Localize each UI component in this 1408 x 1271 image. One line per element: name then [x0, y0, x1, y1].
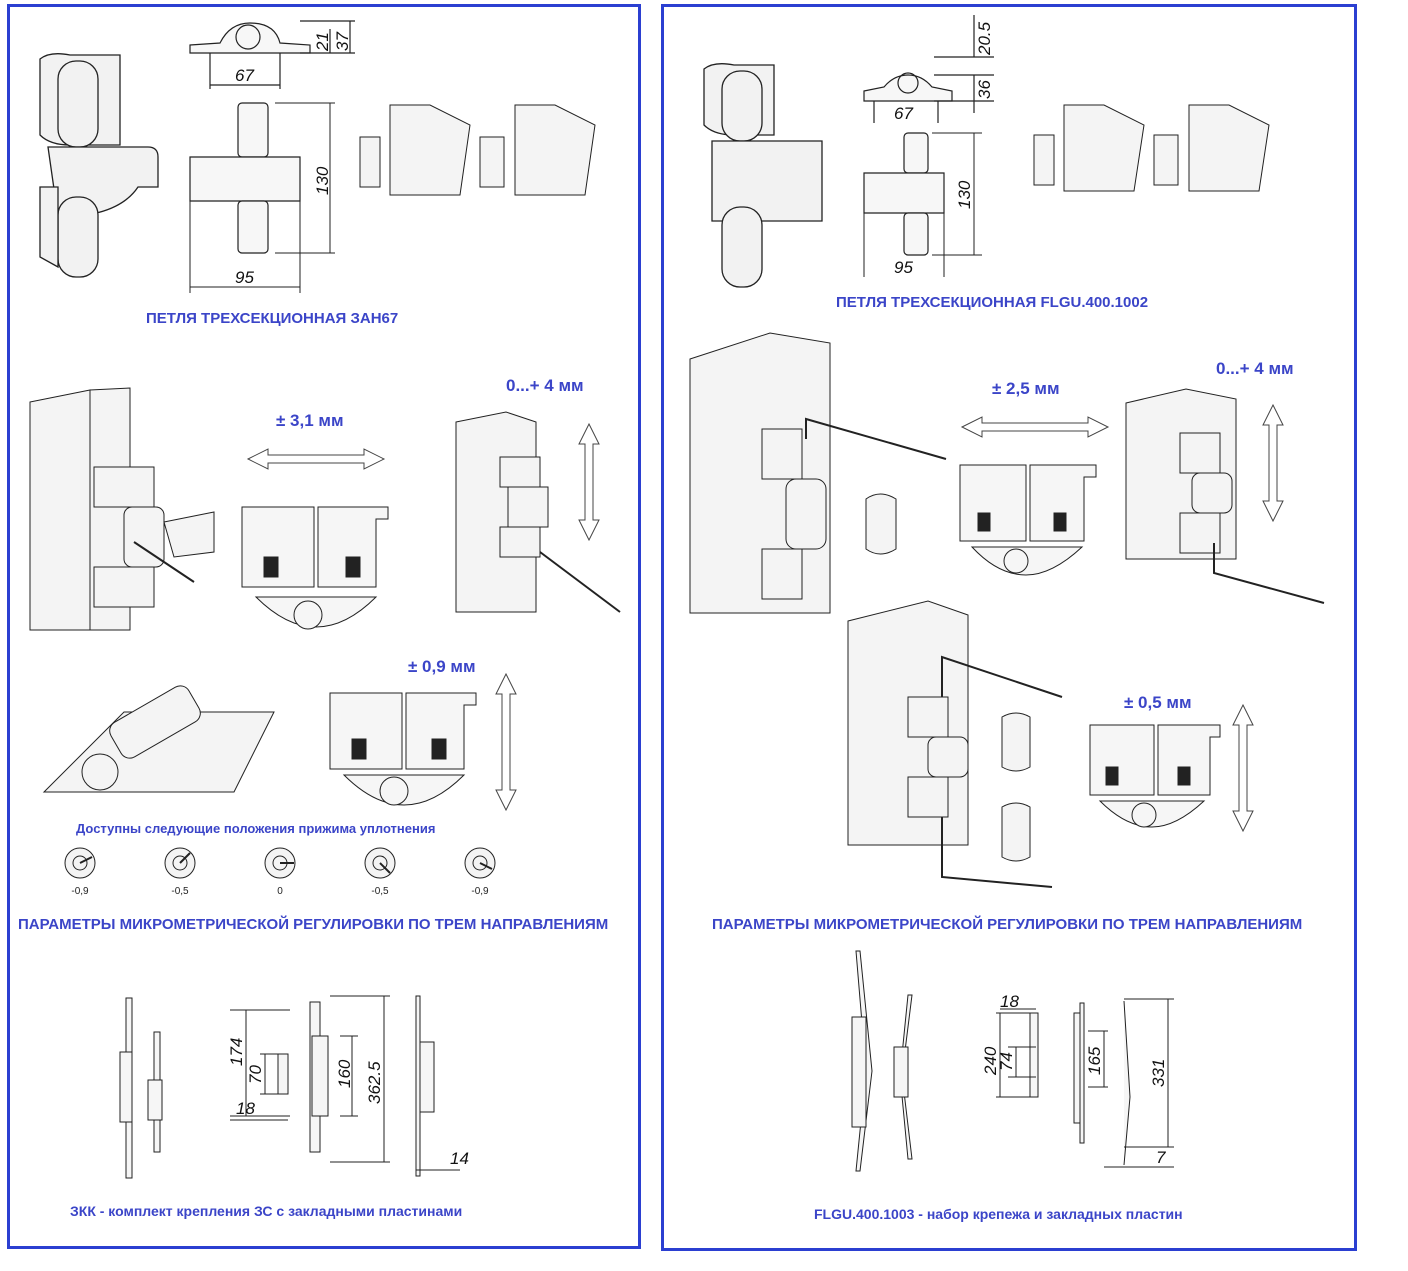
dim-240: 240 [981, 1046, 1000, 1076]
dim-130: 130 [955, 180, 974, 209]
compression-arrow [1230, 703, 1256, 833]
position-label: -0,9 [471, 886, 489, 897]
positions-row: -0,9 -0,5 0 -0,5 -0,9 [60, 845, 500, 909]
adj-compression-label: ± 0,9 мм [408, 657, 476, 676]
profile-sketches [1024, 101, 1294, 201]
dim-67: 67 [894, 104, 913, 123]
plates-drawing: 174 70 18 160 362.5 14 [110, 992, 469, 1192]
vertical-arrow [576, 422, 602, 542]
hinge-front-view: 130 95 [180, 97, 360, 297]
position-item: 0 [260, 845, 300, 897]
adj-compression-label: ± 0,5 мм [1124, 693, 1192, 712]
dim-362: 362.5 [365, 1061, 384, 1104]
hinge-3d-drawing [28, 47, 178, 287]
eccentric-knob-icon [364, 847, 396, 879]
plates-drawing: 18 240 74 165 331 7 [804, 947, 1184, 1177]
dim-21: 21 [313, 32, 332, 52]
right-panel: 20.5 36 67 130 95 ПЕТЛЯ ТРЕХСЕКЦИОННАЯ F… [661, 4, 1357, 1251]
adj-vertical-label: 0...+ 4 мм [1216, 359, 1294, 378]
dim-331: 331 [1149, 1059, 1168, 1087]
hinge-with-key-drawing [842, 597, 1082, 897]
dim-70: 70 [246, 1065, 265, 1084]
dim-14: 14 [450, 1149, 469, 1168]
dim-95: 95 [894, 258, 913, 277]
dim-74: 74 [997, 1052, 1016, 1071]
horizontal-arrow [246, 447, 386, 471]
vertical-arrow [1260, 403, 1286, 523]
frame-with-hinge-drawing [686, 329, 946, 619]
adjust-title: ПАРАМЕТРЫ МИКРОМЕТРИЧЕСКОЙ РЕГУЛИРОВКИ П… [18, 916, 609, 933]
dim-7: 7 [1156, 1148, 1166, 1167]
hinge-top-view: 20.5 36 67 [854, 13, 994, 123]
eccentric-knob-icon [64, 847, 96, 879]
positions-caption: Доступны следующие положения прижима упл… [76, 821, 436, 836]
dim-95: 95 [235, 268, 254, 287]
section-drawing-1 [954, 459, 1114, 589]
hinge-front-view: 130 95 [854, 129, 994, 277]
eccentric-knob-icon [164, 847, 196, 879]
dim-130: 130 [313, 166, 332, 195]
compression-arrow [493, 672, 519, 812]
eccentric-knob-icon [464, 847, 496, 879]
section-drawing-2 [1084, 719, 1234, 849]
kit-caption: FLGU.400.1003 - набор крепежа и закладны… [814, 1206, 1183, 1222]
position-item: -0,9 [60, 845, 100, 897]
adj-vertical-label: 0...+ 4 мм [506, 376, 584, 395]
adj-horizontal-label: ± 2,5 мм [992, 379, 1060, 398]
dim-18: 18 [1000, 992, 1019, 1011]
dim-165: 165 [1085, 1046, 1104, 1075]
profile-sketches [350, 97, 620, 207]
hinge-3d-drawing [692, 57, 842, 297]
position-item: -0,5 [360, 845, 400, 897]
position-item: -0,5 [160, 845, 200, 897]
frame-with-hinge-drawing [24, 382, 234, 632]
hinge-top-view: 67 21 37 [180, 11, 380, 91]
position-label: -0,5 [371, 886, 389, 897]
frame-vertical-drawing [450, 402, 630, 632]
dim-36: 36 [975, 80, 994, 99]
position-label: -0,9 [71, 886, 89, 897]
eccentric-knob-icon [264, 847, 296, 879]
position-label: -0,5 [171, 886, 189, 897]
kit-caption: ЗКК - комплект крепления ЗС с закладными… [70, 1203, 463, 1219]
position-label: 0 [277, 886, 283, 897]
dim-160: 160 [335, 1059, 354, 1088]
dim-37: 37 [333, 32, 352, 51]
dim-67: 67 [235, 66, 254, 85]
adj-horizontal-label: ± 3,1 мм [276, 411, 344, 430]
adjust-title: ПАРАМЕТРЫ МИКРОМЕТРИЧЕСКОЙ РЕГУЛИРОВКИ П… [712, 916, 1303, 933]
section-drawing-1 [236, 497, 406, 637]
frame-vertical-drawing [1120, 383, 1330, 613]
hinge-title: ПЕТЛЯ ТРЕХСЕКЦИОННАЯ ЗАН67 [146, 310, 399, 327]
dim-174: 174 [227, 1038, 246, 1066]
dim-18: 18 [236, 1099, 255, 1118]
left-panel: 67 21 37 130 95 ПЕТЛЯ ТРЕХСЕКЦИОННАЯ ЗАН… [7, 4, 641, 1249]
pin-eccentric-drawing [40, 672, 280, 812]
hinge-title: ПЕТЛЯ ТРЕХСЕКЦИОННАЯ FLGU.400.1002 [836, 294, 1149, 311]
position-item: -0,9 [460, 845, 500, 897]
horizontal-arrow [960, 415, 1110, 439]
section-drawing-2 [324, 687, 494, 817]
dim-20-5: 20.5 [975, 21, 994, 56]
